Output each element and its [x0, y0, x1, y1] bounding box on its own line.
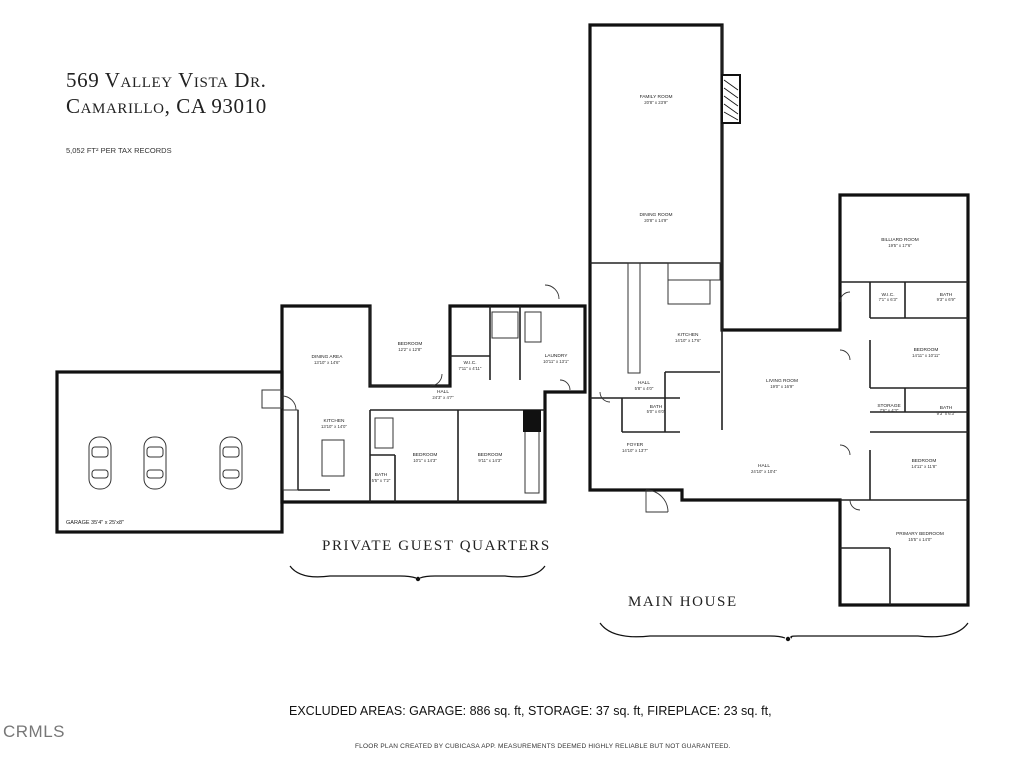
guest-bedroom-b-label: BEDROOM: [478, 452, 503, 458]
wic-dims: 7'1" x 6'3": [879, 297, 898, 302]
fireplace: [721, 74, 741, 124]
guest-quarters-outline: [280, 304, 587, 504]
bath-top-dims: 9'3" x 6'9": [937, 297, 956, 302]
excluded-areas: EXCLUDED AREAS: GARAGE: 886 sq. ft, STOR…: [289, 704, 772, 718]
guest-kitchen-island: [321, 439, 345, 477]
primary-bedroom-label: PRIMARY BEDROOM: [896, 531, 944, 537]
hall-small-dims: 5'8" x 4'0": [635, 386, 654, 391]
guest-bedroom-b-dims: 9'11" x 14'3": [478, 458, 502, 463]
garage-outline: [55, 370, 284, 534]
guest-bedroom-top-label: BEDROOM: [398, 341, 423, 347]
bath-mid-dims: 9'3" x 6'3": [937, 411, 956, 416]
dining-room-label: DINING ROOM: [639, 212, 672, 218]
garage-label: GARAGE 35'4" x 25'x8": [66, 520, 124, 526]
guest-kitchen-label: KITCHEN: [323, 418, 345, 424]
guest-kitchen-counter: [282, 409, 299, 491]
guest-bath-dims: 5'5" x 7'2": [372, 478, 391, 483]
billiard-room-label: BILLIARD ROOM: [881, 237, 919, 243]
bedroom-right1-dims: 14'11" x 10'11": [912, 353, 940, 358]
bedroom-right2-label: BEDROOM: [912, 458, 937, 464]
bath-mid-label: BATH: [940, 405, 953, 411]
main-kitchen-dims: 14'10" x 17'6": [675, 338, 701, 343]
guest-bath-label: BATH: [375, 472, 388, 478]
guest-quarters-title: PRIVATE GUEST QUARTERS: [322, 538, 551, 554]
dining-area-dims: 13'10" x 14'6": [314, 360, 340, 365]
garage-cars: [88, 436, 243, 490]
guest-bedroom-a-dims: 10'1" x 14'3": [413, 458, 437, 463]
storage-label: STORAGE: [877, 403, 900, 409]
laundry-dims: 10'11" x 13'1": [543, 359, 569, 364]
guest-bedroom-top-dims: 12'2" x 12'8": [398, 347, 422, 352]
wic-guest-dims: 7'11" x 4'11": [459, 366, 482, 371]
wic-guest-label: W.I.C.: [463, 360, 476, 366]
hall-main-dims: 24'10" x 10'4": [751, 469, 777, 474]
guest-hall-dims: 24'3" x 4'7": [432, 395, 454, 400]
wic-label: W.I.C.: [881, 292, 894, 298]
storage-block: [523, 410, 541, 432]
foyer-dims: 14'10" x 13'7": [622, 448, 648, 453]
bedroom-right2-dims: 14'11" x 11'8": [911, 464, 937, 469]
flourish-main-left: [599, 622, 786, 639]
address-line-1: 569 Valley Vista Dr.: [66, 68, 267, 92]
family-room-label: FAMILY ROOM: [640, 94, 673, 100]
flourish-guest-right: [419, 565, 546, 579]
hall-main-label: HALL: [758, 463, 770, 469]
flourish-guest-left: [289, 565, 417, 579]
bedroom-right1-label: BEDROOM: [914, 347, 939, 353]
foyer-label: FOYER: [627, 442, 644, 448]
primary-bedroom-dims: 15'5" x 14'0": [908, 537, 932, 542]
billiard-room-dims: 19'5" x 17'6": [888, 243, 912, 248]
flourish-main-right: [790, 622, 969, 639]
address-line-2: Camarillo, CA 93010: [66, 94, 267, 118]
living-room-dims: 19'0" x 16'9": [770, 384, 794, 389]
bath-small-label: BATH: [650, 404, 663, 410]
guest-kitchen-dims: 13'10" x 14'0": [321, 424, 347, 429]
bath-top-label: BATH: [940, 292, 953, 298]
family-room-dims: 20'8" x 23'9": [644, 100, 668, 105]
laundry-label: LAUNDRY: [545, 353, 569, 359]
bath-small-dims: 5'0" x 6'0": [647, 409, 666, 414]
dining-area-label: DINING AREA: [312, 354, 344, 360]
living-room-label: LIVING ROOM: [766, 378, 798, 384]
area-note: 5,052 FT² PER TAX RECORDS: [66, 146, 172, 155]
main-house-title: MAIN HOUSE: [628, 594, 738, 610]
main-house-outline: [588, 23, 970, 607]
storage-dims: 7'6" x 4'3": [880, 408, 899, 413]
dining-room-dims: 20'8" x 14'9": [644, 218, 668, 223]
crmls-watermark: CRMLS: [3, 722, 66, 741]
hall-small-label: HALL: [638, 380, 650, 386]
kitchen-counter: [627, 262, 641, 374]
guest-bedroom-a-label: BEDROOM: [413, 452, 438, 458]
plan-credit: FLOOR PLAN CREATED BY CUBICASA APP. MEAS…: [355, 743, 731, 750]
guest-hall-label: HALL: [437, 389, 449, 395]
main-kitchen-label: KITCHEN: [677, 332, 699, 338]
kitchen-island: [667, 279, 711, 305]
